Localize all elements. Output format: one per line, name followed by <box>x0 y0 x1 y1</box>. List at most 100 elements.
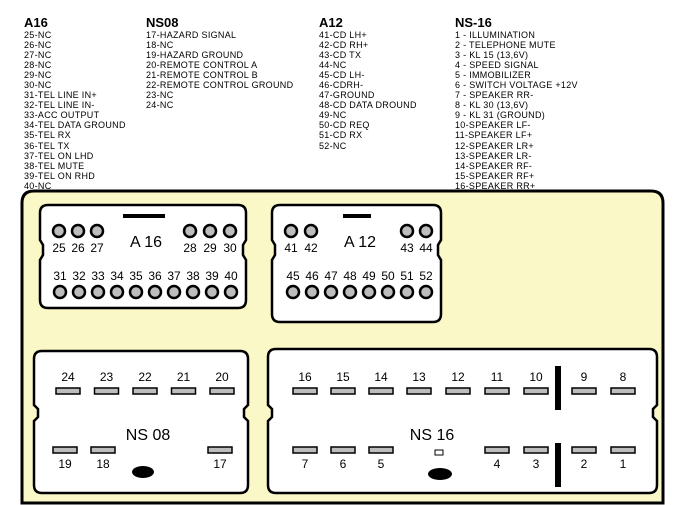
pin-label-40: 40 <box>224 269 238 283</box>
list-item: 8 - KL 30 (13,6V) <box>455 100 529 111</box>
pin-label-51: 51 <box>400 269 414 283</box>
list-item: 50-CD REQ <box>319 120 370 131</box>
list-item: 31-TEL LINE IN+ <box>24 90 97 101</box>
list-item: 2 - TELEPHONE MUTE <box>455 40 556 51</box>
pin-31 <box>52 284 68 300</box>
pin-label-23: 23 <box>100 370 114 384</box>
ns08-connector-label: NS 08 <box>126 427 171 444</box>
pin-label-48: 48 <box>343 269 357 283</box>
list-item: 32-TEL LINE IN- <box>24 100 95 111</box>
pin-3 <box>523 446 549 454</box>
pin-35 <box>128 284 144 300</box>
list-item: 5 - IMMOBILIZER <box>455 70 532 81</box>
pin-label-11: 11 <box>491 370 504 384</box>
list-item: 9 - KL 31 (GROUND) <box>455 110 546 121</box>
pin-1 <box>610 446 636 454</box>
pin-label-45: 45 <box>286 269 300 283</box>
pin-label-9: 9 <box>581 370 588 384</box>
pin-26 <box>70 223 86 239</box>
pin-37 <box>166 284 182 300</box>
pin-label-7: 7 <box>302 457 309 471</box>
pin-label-49: 49 <box>362 269 376 283</box>
pin-label-37: 37 <box>167 269 181 283</box>
pin-22 <box>132 387 158 395</box>
list-item: 35-TEL RX <box>24 130 71 141</box>
list-item: 47-GROUND <box>319 90 375 101</box>
pin-42 <box>303 223 319 239</box>
ns16-divider-top <box>555 366 561 410</box>
pin-label-24: 24 <box>61 370 75 384</box>
ns16-center-marker <box>434 449 444 456</box>
list-item: 33-ACC OUTPUT <box>24 110 100 121</box>
list-item: 45-CD LH- <box>319 70 365 81</box>
ns16-pin-list: 1 - ILLUMINATION 2 - TELEPHONE MUTE 3 - … <box>455 30 578 191</box>
list-item: 38-TEL MUTE <box>24 160 85 171</box>
pin-14 <box>368 387 394 395</box>
list-item: 26-NC <box>24 40 52 51</box>
pin-8 <box>610 387 636 395</box>
pin-5 <box>368 446 394 454</box>
pin-label-42: 42 <box>304 241 318 255</box>
pin-label-6: 6 <box>340 457 347 471</box>
pin-2 <box>571 446 597 454</box>
pin-label-30: 30 <box>223 241 237 255</box>
pin-label-19: 19 <box>58 457 72 471</box>
pin-label-8: 8 <box>620 370 627 384</box>
list-item: 11-SPEAKER LF+ <box>455 130 533 141</box>
pin-label-29: 29 <box>203 241 217 255</box>
pin-label-22: 22 <box>138 370 152 384</box>
pin-label-44: 44 <box>419 241 433 255</box>
list-item: 1 - ILLUMINATION <box>455 30 536 40</box>
pin-30 <box>222 223 238 239</box>
pin-label-18: 18 <box>96 457 110 471</box>
pin-label-3: 3 <box>533 457 540 471</box>
list-item: 16-SPEAKER RR+ <box>455 180 536 191</box>
list-item: 17-HAZARD SIGNAL <box>146 30 237 40</box>
pin-25 <box>51 223 67 239</box>
pin-51 <box>399 284 415 300</box>
list-item: 22-REMOTE CONTROL GROUND <box>146 80 294 91</box>
list-item: 43-CD TX <box>319 50 362 61</box>
pin-label-34: 34 <box>110 269 124 283</box>
ns16-list-title: NS-16 <box>455 15 492 30</box>
pin-16 <box>292 387 318 395</box>
ns16-divider-bottom <box>555 443 561 487</box>
pin-47 <box>323 284 339 300</box>
pin-52 <box>418 284 434 300</box>
list-item: 28-NC <box>24 60 52 71</box>
a16-connector-label: A 16 <box>130 234 162 251</box>
pin-32 <box>71 284 87 300</box>
list-item: 41-CD LH+ <box>319 30 367 40</box>
pin-label-41: 41 <box>284 241 298 255</box>
pin-40 <box>223 284 239 300</box>
pin-13 <box>406 387 432 395</box>
ns08-latch <box>132 466 154 478</box>
ns16-latch <box>428 468 452 480</box>
list-item: 21-REMOTE CONTROL B <box>146 70 258 81</box>
pin-4 <box>484 446 510 454</box>
list-item: 20-REMOTE CONTROL A <box>146 60 258 71</box>
pin-11 <box>484 387 510 395</box>
pin-label-31: 31 <box>53 269 67 283</box>
pin-label-46: 46 <box>305 269 319 283</box>
a12-key-notch <box>343 214 371 218</box>
list-item: 34-TEL DATA GROUND <box>24 120 126 131</box>
pin-46 <box>304 284 320 300</box>
ns08-connector-housing <box>32 349 250 495</box>
pin-label-35: 35 <box>129 269 143 283</box>
list-item: 39-TEL ON RHD <box>24 170 96 181</box>
a12-list-title: A12 <box>319 15 343 30</box>
list-item: 48-CD DATA DROUND <box>319 100 417 111</box>
pin-label-27: 27 <box>90 241 104 255</box>
pin-38 <box>185 284 201 300</box>
pin-label-26: 26 <box>71 241 85 255</box>
list-item: 10-SPEAKER LF- <box>455 120 531 131</box>
list-item: 7 - SPEAKER RR- <box>455 90 534 101</box>
list-item: 27-NC <box>24 50 52 61</box>
list-item: 12-SPEAKER LR+ <box>455 140 534 151</box>
a16-key-notch <box>123 214 165 218</box>
